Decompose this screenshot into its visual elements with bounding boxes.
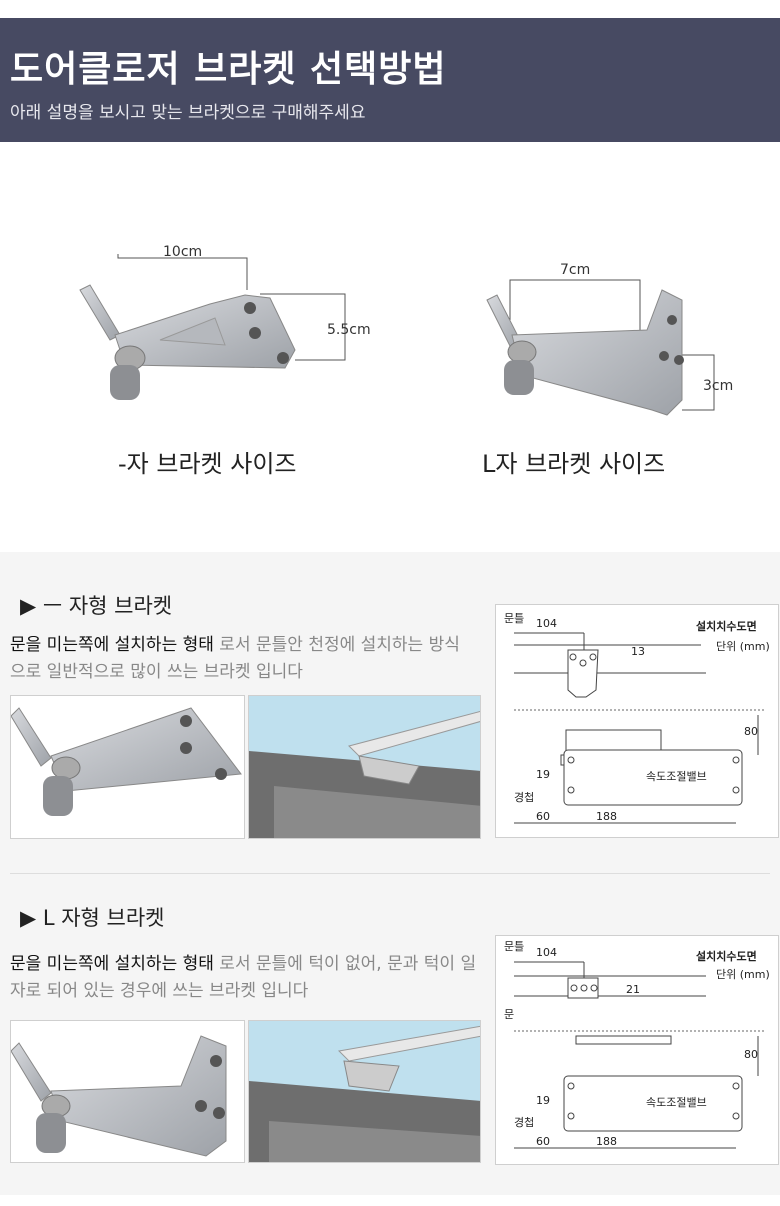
- flat-install-diagram: 문틀 104 설치치수도면 단위 (mm) 13 80 19 속도조절밸브 경첩…: [495, 604, 779, 838]
- page-subtitle: 아래 설명을 보시고 맞는 브라켓으로 구매해주세요: [10, 103, 366, 123]
- l-section-desc: 문을 미는쪽에 설치하는 형태 로서 문틀에 턱이 없어, 문과 턱이 일자로 …: [10, 954, 477, 1001]
- svg-text:문틀: 문틀: [504, 940, 524, 953]
- svg-text:188: 188: [596, 810, 617, 823]
- l-bracket-photo: [10, 1020, 245, 1163]
- svg-text:13: 13: [631, 645, 645, 658]
- page-title: 도어클로저 브라켓 선택방법: [10, 49, 447, 90]
- svg-text:60: 60: [536, 810, 550, 823]
- svg-text:속도조절밸브: 속도조절밸브: [646, 770, 707, 783]
- l-bracket-caption: L자 브라켓 사이즈: [482, 450, 666, 478]
- svg-text:60: 60: [536, 1135, 550, 1148]
- l-bracket-image: [486, 279, 715, 416]
- flat-width-dim: 10cm: [163, 244, 203, 260]
- svg-text:19: 19: [536, 768, 550, 781]
- flat-bracket-caption: -자 브라켓 사이즈: [118, 450, 297, 478]
- svg-text:설치치수도면: 설치치수도면: [696, 949, 757, 963]
- l-install-diagram: 문틀 문 104 설치치수도면 단위 (mm) 21 80 19 속도조절밸브 …: [495, 935, 779, 1165]
- triangle-icon: ▶: [20, 906, 37, 930]
- flat-bracket-image: [79, 254, 346, 400]
- flat-section-title: ▶ ㅡ 자형 브라켓: [20, 594, 173, 618]
- l-width-dim: 7cm: [560, 262, 591, 278]
- flat-bracket-photo: [10, 695, 245, 839]
- svg-text:설치치수도면: 설치치수도면: [696, 619, 757, 633]
- svg-text:19: 19: [536, 1094, 550, 1107]
- svg-text:경첩: 경첩: [514, 791, 534, 804]
- triangle-icon: ▶: [20, 594, 37, 618]
- svg-text:속도조절밸브: 속도조절밸브: [646, 1096, 707, 1109]
- header-banner: 도어클로저 브라켓 선택방법 아래 설명을 보시고 맞는 브라켓으로 구매해주세…: [0, 18, 780, 142]
- svg-text:104: 104: [536, 946, 557, 959]
- l-section-title: ▶ L 자형 브라켓: [20, 906, 165, 930]
- flat-install-photo: [248, 695, 481, 839]
- svg-text:21: 21: [626, 983, 640, 996]
- svg-text:80: 80: [744, 1048, 758, 1061]
- svg-text:단위 (mm): 단위 (mm): [716, 968, 770, 981]
- l-height-dim: 3cm: [703, 378, 734, 394]
- section-divider: [10, 873, 770, 874]
- svg-text:188: 188: [596, 1135, 617, 1148]
- flat-height-dim: 5.5cm: [327, 322, 371, 338]
- l-install-photo: [248, 1020, 481, 1163]
- svg-text:단위 (mm): 단위 (mm): [716, 640, 770, 653]
- svg-text:104: 104: [536, 617, 557, 630]
- svg-text:80: 80: [744, 725, 758, 738]
- flat-section-desc: 문을 미는쪽에 설치하는 형태 로서 문틀안 천정에 설치하는 방식으로 일반적…: [10, 635, 460, 682]
- svg-text:문틀: 문틀: [504, 612, 524, 625]
- svg-text:문: 문: [504, 1008, 514, 1021]
- svg-text:경첩: 경첩: [514, 1116, 534, 1129]
